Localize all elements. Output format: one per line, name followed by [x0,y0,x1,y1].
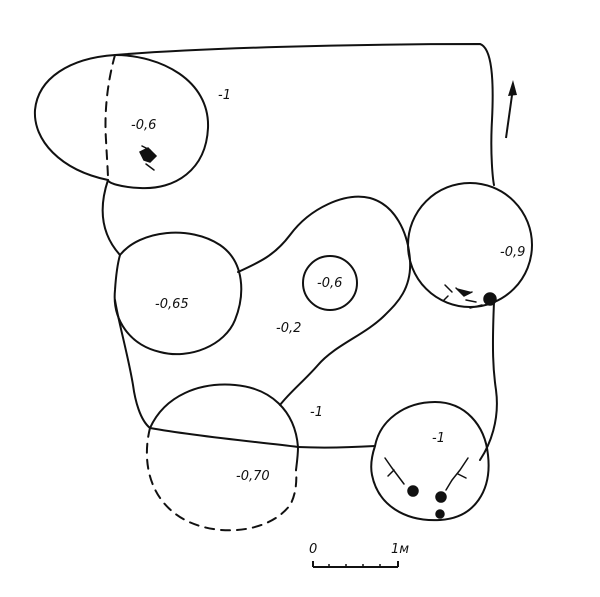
burial-remains-bottom-right [384,457,469,519]
pit-bottom-right [370,401,490,522]
pit-center-small [302,255,358,311]
north-arrow-icon [505,80,517,139]
depth-label-top-left-pit: -0,6 [131,118,156,133]
depth-label-lower-floor: -1 [310,405,323,420]
pit-right-upper [407,182,533,308]
pit-top-left-dashed-divider [104,54,116,181]
pit-left-middle [113,231,243,356]
depth-label-left-middle-pit: -0,65 [155,297,189,312]
pit-bottom-left-solid [149,383,299,471]
pit-top-left-solid-left [33,54,116,181]
scale-start-label: 0 [309,542,317,557]
burial-remains-right-upper [443,284,497,309]
lower-floor-edge [149,427,299,448]
depth-label-bottom-left-pit: -0,70 [236,469,270,484]
main-floor-outline [114,43,498,461]
pit-bottom-left-dashed [145,427,298,532]
left-floor-edge [101,179,121,256]
scale-end-label: 1м [391,542,409,557]
depth-label-central-platform: -0,2 [276,321,301,336]
depth-label-right-upper-pit: -0,9 [500,245,525,260]
depth-label-top-floor: -1 [218,88,231,103]
scale-bar: 0 1м [309,542,409,568]
central-platform-outline [237,195,412,406]
depth-label-bottom-right-pit: -1 [432,431,445,446]
depth-label-center-small-pit: -0,6 [317,276,342,291]
pit-top-left [107,54,210,190]
burial-remains-top-left [138,145,158,171]
